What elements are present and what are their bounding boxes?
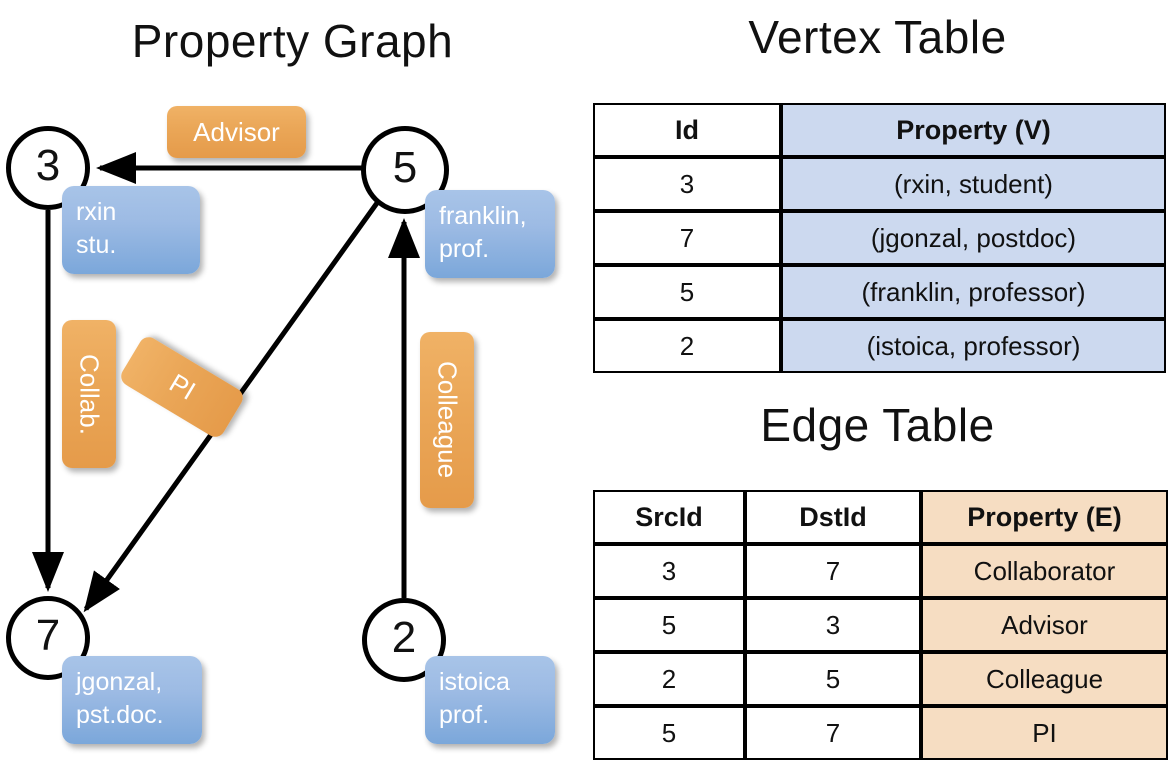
edge-table-header-property: Property (E)	[921, 490, 1168, 544]
vertex-property-box-7-line2: pst.doc.	[76, 701, 164, 729]
table-row[interactable]: 5 (franklin, professor)	[593, 265, 1166, 319]
edge-label-pi-text: PI	[163, 367, 201, 406]
page-title-vertex-table: Vertex Table	[748, 11, 1007, 63]
graph-node-5[interactable]: 5	[361, 126, 449, 214]
table-row[interactable]: 5 7 PI	[593, 706, 1168, 760]
table-row[interactable]: 3 (rxin, student)	[593, 157, 1166, 211]
vertex-property-box-3-line1: rxin	[76, 198, 117, 226]
edge-table-header-srcid: SrcId	[593, 490, 745, 544]
edge-row-1-property: Advisor	[921, 598, 1168, 652]
edge-row-3-dst: 7	[745, 706, 921, 760]
vertex-property-box-3-line2: stu.	[76, 231, 117, 259]
page-title-property-graph: Property Graph	[131, 15, 454, 67]
edge-row-1-src: 5	[593, 598, 745, 652]
table-row[interactable]: 2 5 Colleague	[593, 652, 1168, 706]
vertex-property-box-5-line2: prof.	[439, 235, 490, 263]
table-row[interactable]: 2 (istoica, professor)	[593, 319, 1166, 373]
vertex-property-box-3[interactable]: rxin stu.	[62, 186, 200, 274]
edge-table-header-row: SrcId DstId Property (E)	[593, 490, 1168, 544]
vertex-property-box-2[interactable]: istoica prof.	[425, 656, 555, 744]
graph-node-2[interactable]: 2	[362, 598, 446, 682]
vertex-row-0-id: 3	[593, 157, 781, 211]
edge-row-0-property: Collaborator	[921, 544, 1168, 598]
edge-row-3-src: 5	[593, 706, 745, 760]
graph-node-2-label: 2	[391, 613, 417, 662]
vertex-property-box-7-line1: jgonzal,	[76, 668, 163, 696]
edge-label-collaborator-text: Collab.	[74, 353, 105, 435]
edge-row-0-dst: 7	[745, 544, 921, 598]
vertex-property-box-7[interactable]: jgonzal, pst.doc.	[62, 656, 202, 744]
edge-table-header-dstid: DstId	[745, 490, 921, 544]
graph-node-3-label: 3	[35, 141, 61, 190]
edge-row-0-src: 3	[593, 544, 745, 598]
vertex-table-header-id: Id	[593, 103, 781, 157]
vertex-table-header-property: Property (V)	[781, 103, 1166, 157]
edge-row-1-dst: 3	[745, 598, 921, 652]
edge-row-3-property: PI	[921, 706, 1168, 760]
edge-table: SrcId DstId Property (E) 3 7 Collaborato…	[593, 490, 1168, 760]
table-row[interactable]: 3 7 Collaborator	[593, 544, 1168, 598]
vertex-row-2-id: 5	[593, 265, 781, 319]
graph-node-5-label: 5	[392, 143, 418, 192]
vertex-row-3-id: 2	[593, 319, 781, 373]
edge-label-advisor[interactable]: Advisor	[167, 106, 306, 158]
vertex-row-3-property: (istoica, professor)	[781, 319, 1166, 373]
edge-row-2-dst: 5	[745, 652, 921, 706]
vertex-property-box-5[interactable]: franklin, prof.	[425, 190, 555, 278]
table-row[interactable]: 5 3 Advisor	[593, 598, 1168, 652]
vertex-row-0-property: (rxin, student)	[781, 157, 1166, 211]
table-row[interactable]: 7 (jgonzal, postdoc)	[593, 211, 1166, 265]
vertex-property-box-2-line2: prof.	[439, 701, 490, 729]
edge-label-advisor-text: Advisor	[193, 116, 280, 147]
vertex-row-2-property: (franklin, professor)	[781, 265, 1166, 319]
vertex-table: Id Property (V) 3 (rxin, student) 7 (jgo…	[593, 103, 1166, 373]
vertex-table-header-row: Id Property (V)	[593, 103, 1166, 157]
edge-row-2-property: Colleague	[921, 652, 1168, 706]
edge-label-colleague-text: Colleague	[432, 361, 463, 479]
page-title-edge-table: Edge Table	[760, 399, 995, 451]
vertex-property-box-2-line1: istoica	[439, 668, 510, 696]
vertex-property-box-5-line1: franklin,	[439, 202, 527, 230]
edge-label-collaborator[interactable]: Collab.	[62, 320, 116, 468]
vertex-row-1-id: 7	[593, 211, 781, 265]
vertex-row-1-property: (jgonzal, postdoc)	[781, 211, 1166, 265]
edge-row-2-src: 2	[593, 652, 745, 706]
edge-label-colleague[interactable]: Colleague	[420, 332, 474, 508]
graph-node-7-label: 7	[35, 611, 61, 660]
property-graph-diagram: 3 5 7 2 rxin stu. franklin, prof. jgonza…	[6, 106, 555, 744]
